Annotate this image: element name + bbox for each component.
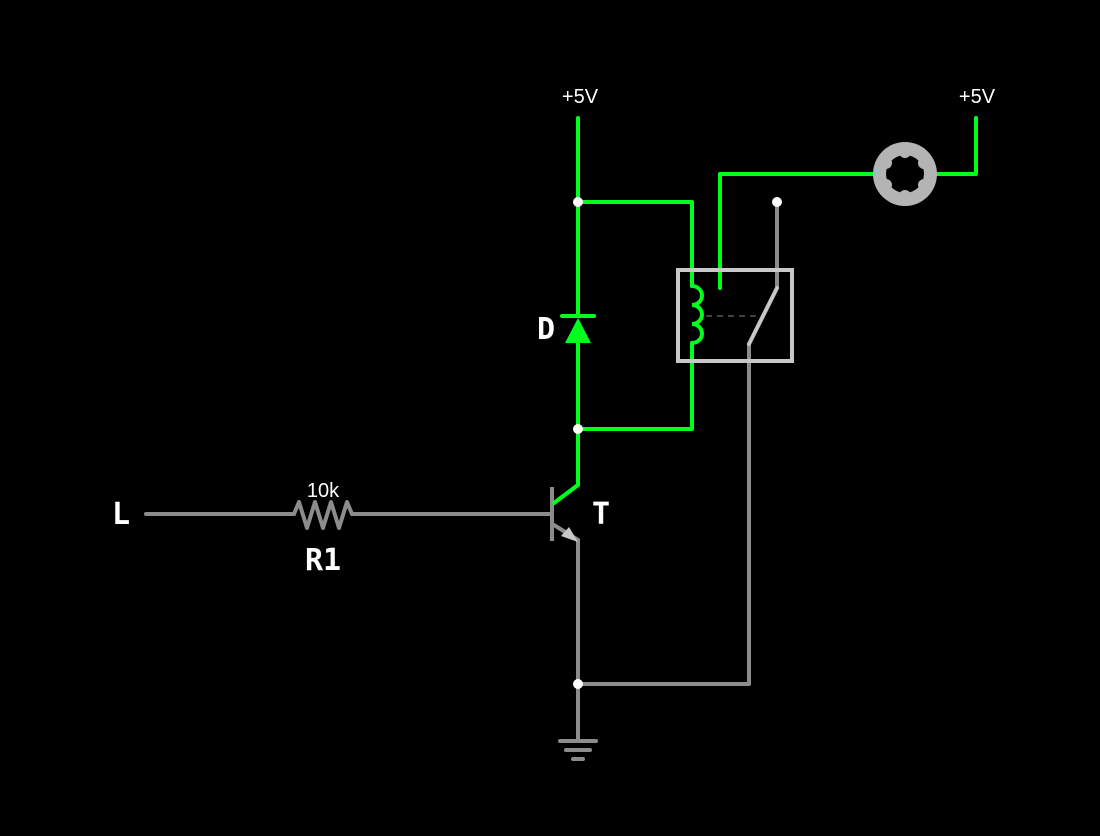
supply-left-label: +5V (562, 86, 599, 108)
resistor-name-label: R1 (305, 543, 341, 578)
relay-armature (747, 286, 779, 346)
diode-name-label: D (537, 312, 555, 347)
coil-bottom-wire (576, 342, 694, 431)
ground-icon (558, 739, 598, 761)
unenergized-wires (144, 200, 779, 742)
motor-supply-wire (933, 116, 978, 176)
junction-dot (573, 679, 583, 689)
terminal-dot (772, 197, 782, 207)
npn-transistor-icon (550, 483, 580, 542)
input-label: L (112, 497, 130, 532)
resistor-icon (292, 500, 354, 530)
motor-icon (873, 142, 937, 206)
transistor-name-label: T (592, 497, 610, 532)
coil-top-wire (576, 200, 694, 288)
relay-coil (690, 284, 704, 345)
relay-icon (676, 268, 794, 363)
supply-right-label: +5V (959, 86, 996, 108)
junctions (573, 197, 782, 689)
junction-dot (573, 197, 583, 207)
resistor-value-label: 10k (307, 480, 340, 502)
motor-feed-wire (718, 172, 877, 290)
diode-icon (560, 314, 596, 343)
relay-common-wire (576, 342, 751, 686)
junction-dot (573, 424, 583, 434)
